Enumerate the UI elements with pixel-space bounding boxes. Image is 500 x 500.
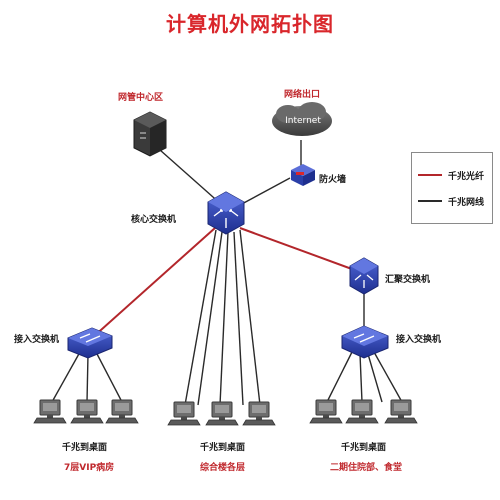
group-center-line1: 千兆到桌面 <box>200 443 246 453</box>
internet-cloud-icon <box>272 102 332 136</box>
pc-icon <box>167 401 201 426</box>
group-left-line1: 千兆到桌面 <box>62 443 108 453</box>
access-switch-left-label: 接入交换机 <box>14 335 60 345</box>
pc-icon <box>70 399 104 424</box>
pc-group-right <box>309 399 418 424</box>
network-exit-label: 网络出口 <box>284 90 321 100</box>
aggregation-switch-label: 汇聚交换机 <box>385 275 431 285</box>
group-right-line2: 二期住院部、食堂 <box>330 463 403 473</box>
legend-label-copper: 千兆网线 <box>448 198 485 208</box>
link-firewall-core <box>239 177 291 206</box>
legend-swatch-fiber <box>418 174 442 176</box>
pc-icon <box>205 401 239 426</box>
server-icon <box>133 111 167 157</box>
access-switch-right-label: 接入交换机 <box>396 335 442 345</box>
copper-links <box>51 140 403 406</box>
group-right-line1: 千兆到桌面 <box>341 443 387 453</box>
legend-box: 千兆光纤 千兆网线 <box>411 152 493 224</box>
legend-label-fiber: 千兆光纤 <box>448 172 485 182</box>
core-switch-label: 核心交换机 <box>131 215 177 225</box>
core-switch-icon <box>207 191 245 235</box>
link-core-access-left <box>91 227 216 339</box>
legend-item-copper: 千兆网线 <box>416 195 490 208</box>
management-zone-label: 网管中心区 <box>118 93 164 103</box>
access-switch-left-icon <box>67 327 113 359</box>
internet-label: Internet <box>285 116 321 126</box>
pc-group-left <box>33 399 139 424</box>
legend-swatch-copper <box>418 200 442 202</box>
group-left-line2: 7层VIP病房 <box>64 463 115 473</box>
firewall-icon <box>291 164 315 186</box>
link-server-core <box>159 149 223 206</box>
legend-item-fiber: 千兆光纤 <box>416 169 490 182</box>
pc-icon <box>345 399 379 424</box>
pc-group-center <box>167 401 276 426</box>
firewall-label: 防火墙 <box>319 175 347 185</box>
pc-icon <box>384 399 418 424</box>
fiber-links <box>91 227 361 339</box>
diagram-title: 计算机外网拓扑图 <box>166 12 334 36</box>
pc-icon <box>242 401 276 426</box>
access-switch-right-icon <box>341 325 389 359</box>
link-core-aggregation <box>239 227 361 273</box>
pc-icon <box>309 399 343 424</box>
pc-icon <box>105 399 139 424</box>
group-center-line2: 综合楼各层 <box>200 463 246 473</box>
aggregation-switch-icon <box>349 257 379 295</box>
pc-icon <box>33 399 67 424</box>
